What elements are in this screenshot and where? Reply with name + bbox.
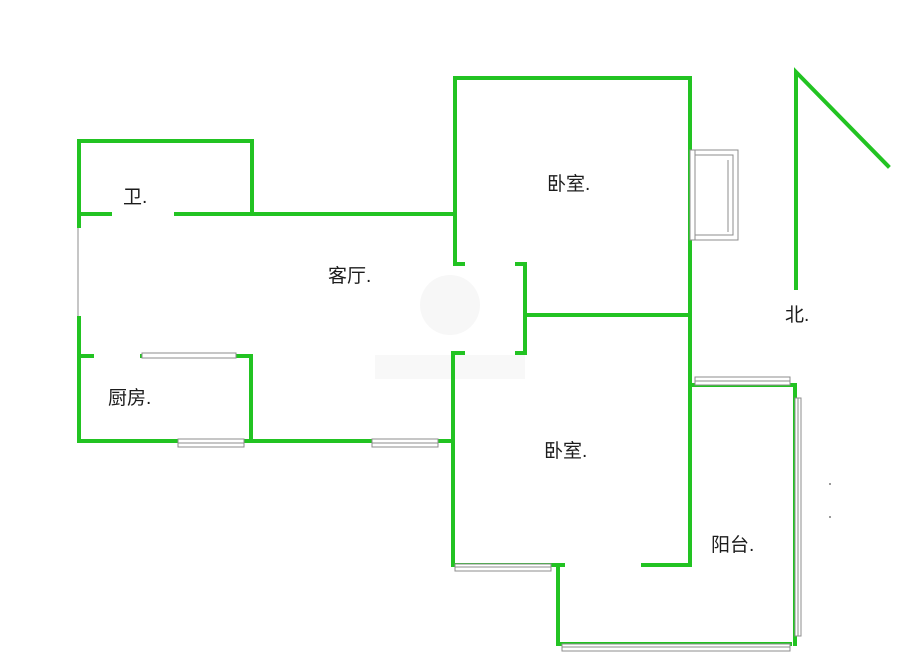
room-labels: 卫. 客厅. 厨房. 卧室. 卧室. 阳台. [108,173,754,556]
watermark-logo [375,275,525,379]
balcony-wall [688,383,797,646]
kitchen-wall [140,354,253,443]
bedroom-south-label: 卧室. [544,440,587,462]
walls [77,76,797,646]
balcony-label: 阳台. [711,534,754,556]
bathroom-label: 卫. [123,187,147,208]
compass-arrow [794,67,891,290]
bedroom-south-wall [451,351,792,646]
kitchen-partition-window [141,352,237,359]
north-compass: 北. [785,67,891,326]
partition-wall [515,262,527,355]
living-room-label: 客厅. [328,265,371,287]
kitchen-label: 厨房. [108,387,151,409]
edge-marks [829,483,831,518]
bathroom-wall [77,139,254,216]
windows [77,149,802,652]
compass-label: 北. [785,304,809,326]
bedroom-north-wall [453,76,692,567]
bedroom-north-label: 卧室. [547,173,590,195]
